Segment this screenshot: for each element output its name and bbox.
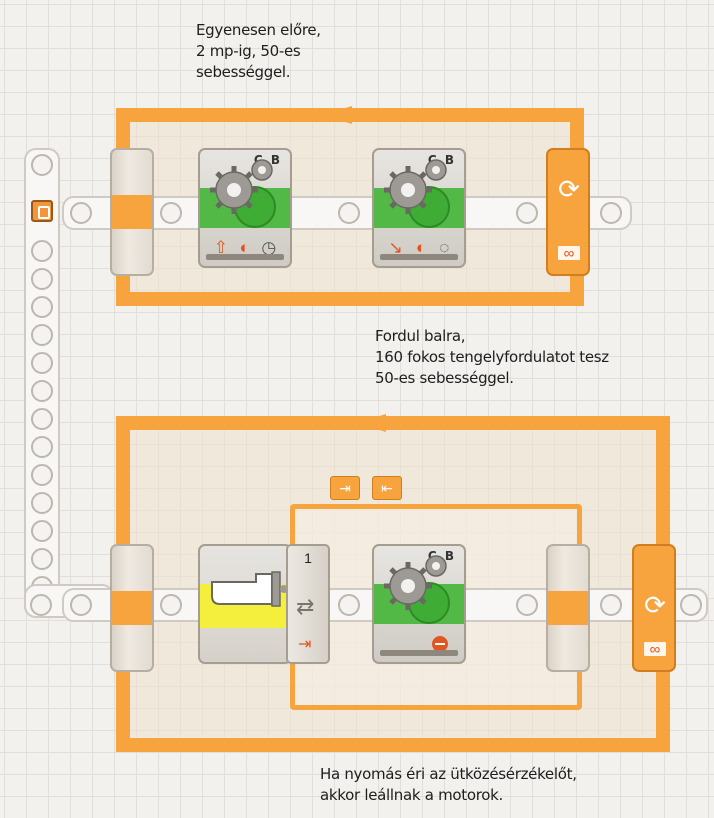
arrow-up-icon: ⇧ (213, 238, 229, 257)
move-block-forward[interactable]: C B ⇧ ◐ ◷ (198, 148, 292, 268)
gears-icon (384, 555, 447, 610)
loop-2-start-post[interactable] (110, 544, 154, 672)
start-point-icon[interactable] (31, 200, 53, 222)
switch-end-post[interactable] (546, 544, 590, 672)
infinity-icon: ∞ (642, 640, 668, 658)
switch-tab-false[interactable]: ⇤ (372, 476, 402, 500)
touch-sensor-icon (211, 571, 288, 607)
loop-2-direction-arrow (356, 414, 386, 432)
loop-1-end-post[interactable]: ⟳ ∞ (546, 148, 590, 276)
loop-2-end-post[interactable]: ⟳ ∞ (632, 544, 676, 672)
stop-icon (432, 636, 448, 652)
comment-middle: Fordul balra, 160 fokos tengelyfordulato… (375, 327, 609, 387)
switch-branch-icon: ⇄ (296, 594, 315, 619)
comment-bottom: Ha nyomás éri az ütközésérzékelőt, akkor… (320, 765, 577, 804)
power-icon: ◐ (415, 238, 427, 257)
infinity-icon: ∞ (556, 244, 582, 262)
comment-top: Egyenesen előre, 2 mp-ig, 50-es sebesség… (196, 21, 321, 81)
touch-sensor-block[interactable] (198, 544, 292, 664)
loop-icon: ⟳ (644, 590, 666, 620)
loop-icon: ⟳ (558, 174, 580, 204)
move-block-turn[interactable]: C B ↘ ◐ ◌ (372, 148, 466, 268)
move-block-stop[interactable]: C B (372, 544, 466, 664)
loop-1-direction-arrow (322, 106, 352, 124)
switch-condition-plate[interactable]: 1 ⇄ ⇥ (286, 544, 330, 664)
switch-case-number: 1 (304, 550, 312, 566)
timer-icon: ◷ (261, 238, 277, 257)
rotation-icon: ◌ (439, 238, 450, 257)
turn-left-icon: ↘ (388, 238, 403, 257)
gears-icon (384, 159, 447, 214)
loop-1-start-post[interactable] (110, 148, 154, 276)
switch-tab-true[interactable]: ⇥ (330, 476, 360, 500)
power-icon: ◐ (239, 238, 250, 257)
gears-icon (210, 159, 273, 214)
switch-true-icon: ⇥ (298, 636, 312, 653)
